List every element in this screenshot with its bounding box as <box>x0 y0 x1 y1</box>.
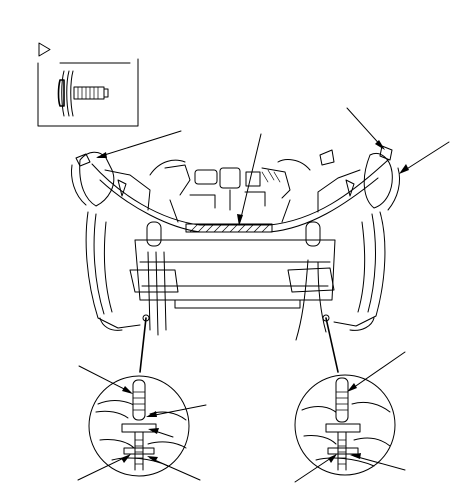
triangle-pointer-icon <box>38 42 51 57</box>
push-clip-icon <box>57 70 109 117</box>
bolt-detail-right <box>294 351 406 483</box>
top-clip-right <box>319 145 393 166</box>
bolt-detail-left <box>77 365 207 481</box>
clip-detail-inset <box>37 42 139 127</box>
top-clip-left <box>75 153 91 167</box>
leader-lines-top <box>96 107 450 226</box>
detail-connectors <box>139 314 339 373</box>
bumper-assembly <box>71 145 401 341</box>
